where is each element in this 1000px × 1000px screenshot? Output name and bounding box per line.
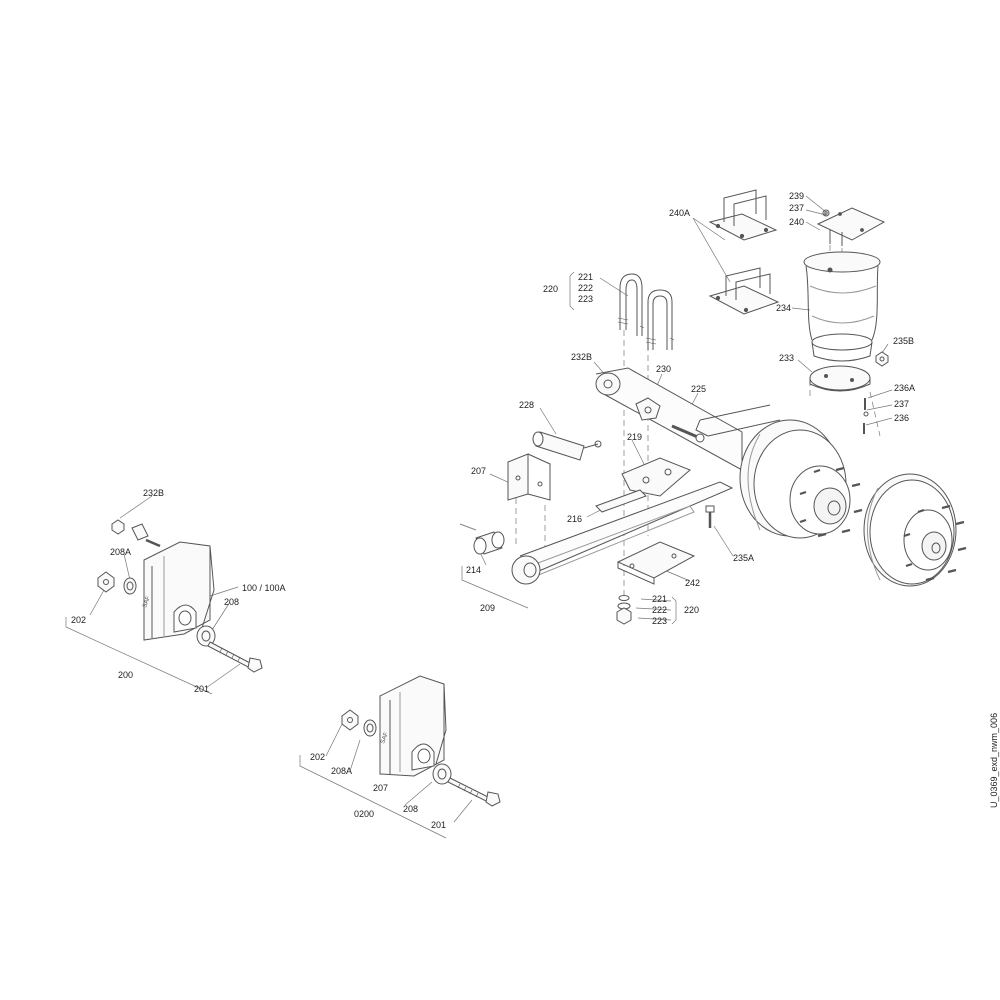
- hanger-bracket-0200: SAF: [379, 675, 447, 777]
- callout-214: 214: [466, 565, 482, 575]
- callout-200: 200: [118, 670, 134, 680]
- callout-225: 225: [691, 384, 707, 394]
- callout-232B-left: 232B: [143, 488, 165, 498]
- washer-208A-lower: [363, 719, 377, 737]
- callout-207-lower: 207: [373, 783, 389, 793]
- callout-207-right: 207: [471, 466, 487, 476]
- callout-221-top: 221: [578, 272, 594, 282]
- top-plate-240: [816, 207, 886, 246]
- hub-disc: [863, 473, 967, 587]
- plate-242: [616, 541, 696, 585]
- bolt-235A: [705, 505, 715, 528]
- callout-201-lower: 201: [431, 820, 447, 830]
- bolt-225: [671, 424, 705, 443]
- callout-232B-right: 232B: [571, 352, 593, 362]
- callout-239: 239: [789, 191, 805, 201]
- callout-216: 216: [567, 514, 583, 524]
- axle-beam: [595, 367, 781, 471]
- callout-237-top: 237: [789, 203, 805, 213]
- callout-0200: 0200: [354, 809, 375, 819]
- bushing-214: [459, 523, 505, 555]
- small-bolts-236: [863, 398, 869, 434]
- callout-208A-lower: 208A: [331, 766, 353, 776]
- nut-stack-221: [616, 595, 632, 625]
- callout-228: 228: [519, 400, 535, 410]
- brake-drum: [739, 419, 863, 539]
- callout-219: 219: [627, 432, 643, 442]
- bolt-201-upper: [207, 641, 263, 673]
- callout-201-upper: 201: [194, 684, 210, 694]
- callout-202-upper: 202: [71, 615, 87, 625]
- hanger-207: [507, 453, 551, 501]
- bracket-219: [621, 457, 691, 497]
- drawing-id: U_0369_exd_nwm_006: [989, 712, 999, 808]
- washer-208A-upper: [123, 577, 137, 595]
- callout-233: 233: [779, 353, 795, 363]
- svg-text:SAF: SAF: [142, 595, 152, 608]
- callout-208-upper: 208: [224, 597, 240, 607]
- hanger-bracket-100: SAF: [142, 541, 215, 641]
- lower-plate-240A: [708, 267, 780, 315]
- axle-assembly: [459, 189, 967, 625]
- callout-223-bottom: 223: [652, 616, 668, 626]
- shock-absorber-228: [532, 431, 602, 461]
- callout-209: 209: [480, 603, 496, 613]
- upper-plate-240A: [708, 189, 778, 241]
- base-plate-233: [809, 365, 871, 392]
- callout-230: 230: [656, 364, 672, 374]
- callout-235B: 235B: [893, 336, 915, 346]
- callout-202-lower: 202: [310, 752, 326, 762]
- callout-222-top: 222: [578, 283, 594, 293]
- nut-232B-upper: [111, 519, 161, 548]
- callout-237-right: 237: [894, 399, 910, 409]
- callout-242: 242: [685, 578, 701, 588]
- hanger-assembly-200: SAF: [97, 519, 263, 673]
- nut-202-lower: [341, 709, 359, 731]
- callout-222-bottom: 222: [652, 605, 668, 615]
- callout-100-100A: 100 / 100A: [242, 583, 286, 593]
- callout-221-bottom: 221: [652, 594, 668, 604]
- washer-208-upper: [196, 625, 216, 647]
- callout-208-lower: 208: [403, 804, 419, 814]
- callout-208A-upper: 208A: [110, 547, 132, 557]
- bolt-201-lower: [447, 777, 501, 807]
- leaf-spring-209: [511, 481, 734, 585]
- washer-208-lower: [432, 763, 452, 785]
- svg-text:SAF: SAF: [380, 731, 390, 744]
- hanger-assembly-0200: SAF: [341, 675, 501, 807]
- callout-234: 234: [776, 303, 792, 313]
- callout-235A: 235A: [733, 553, 755, 563]
- callout-240: 240: [789, 217, 805, 227]
- callout-220-bottom: 220: [684, 605, 700, 615]
- callout-236: 236: [894, 413, 910, 423]
- u-bolts-221: [617, 273, 675, 350]
- nut-235B: [875, 351, 889, 367]
- callout-236A: 236A: [894, 383, 916, 393]
- nut-202-upper: [97, 571, 115, 593]
- callout-220-top: 220: [542, 284, 558, 294]
- clamp-230: [635, 397, 661, 421]
- air-spring-234: [803, 251, 881, 362]
- callout-223-top: 223: [578, 294, 594, 304]
- callout-240A: 240A: [668, 208, 690, 218]
